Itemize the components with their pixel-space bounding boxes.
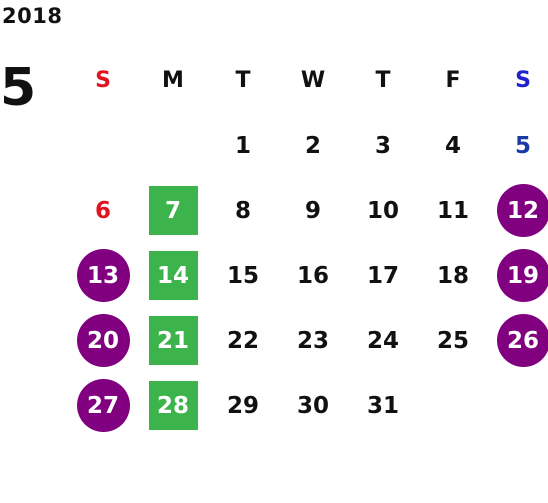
day-cell[interactable]: 15	[226, 262, 259, 289]
day-cell[interactable]: 24	[366, 327, 399, 354]
monday-highlight: 21	[148, 316, 198, 365]
day-cell[interactable]: 3	[374, 132, 391, 159]
day-cell-monday[interactable]: 14	[138, 243, 208, 308]
day-cell-empty	[68, 113, 138, 178]
day-cell[interactable]: 31	[366, 392, 399, 419]
day-cell[interactable]: 9	[304, 197, 321, 224]
month-number: 5	[0, 58, 37, 118]
day-cell[interactable]: 10	[366, 197, 399, 224]
day-cell-empty	[138, 113, 208, 178]
day-cell-monday[interactable]: 21	[138, 308, 208, 373]
monday-highlight: 14	[148, 251, 198, 300]
day-cell-monday[interactable]: 28	[138, 373, 208, 438]
monday-highlight: 28	[148, 381, 198, 430]
day-cell[interactable]: 30	[296, 392, 329, 419]
holiday-circle: 19	[496, 249, 548, 302]
day-cell[interactable]: 29	[226, 392, 259, 419]
day-cell[interactable]: 8	[234, 197, 251, 224]
day-cell-saturday[interactable]: 5	[514, 132, 531, 159]
day-cell-saturday[interactable]: 19	[488, 243, 548, 308]
day-cell[interactable]: 4	[444, 132, 461, 159]
day-cell-saturday[interactable]: 26	[488, 308, 548, 373]
weekday-header-sat: S	[515, 68, 531, 93]
day-cell-sunday[interactable]: 20	[68, 308, 138, 373]
day-cell[interactable]: 16	[296, 262, 329, 289]
day-cell-sunday[interactable]: 13	[68, 243, 138, 308]
holiday-circle: 12	[496, 184, 548, 237]
holiday-circle: 20	[76, 314, 130, 367]
weekday-header-fri: F	[445, 68, 461, 93]
day-cell-sunday[interactable]: 6	[94, 197, 111, 224]
holiday-circle: 26	[496, 314, 548, 367]
day-cell[interactable]: 11	[436, 197, 469, 224]
weekday-header-tue: T	[235, 68, 251, 93]
holiday-circle: 13	[76, 249, 130, 302]
weekday-header-mon: M	[162, 68, 184, 93]
day-cell[interactable]: 18	[436, 262, 469, 289]
day-cell[interactable]: 1	[234, 132, 251, 159]
day-cell[interactable]: 17	[366, 262, 399, 289]
day-cell[interactable]: 22	[226, 327, 259, 354]
day-cell-sunday[interactable]: 27	[68, 373, 138, 438]
year-label: 2018	[2, 4, 63, 28]
day-cell-empty	[488, 373, 548, 438]
day-cell[interactable]: 2	[304, 132, 321, 159]
day-cell-saturday[interactable]: 12	[488, 178, 548, 243]
calendar-grid: S M T W T F S 1 2 3 4 5 6 7 8 9 10 11 12…	[68, 48, 548, 438]
holiday-circle: 27	[76, 379, 130, 432]
weekday-header-wed: W	[300, 68, 326, 93]
monday-highlight: 7	[148, 186, 198, 235]
weekday-header-thu: T	[375, 68, 391, 93]
weekday-header-sun: S	[95, 68, 111, 93]
day-cell[interactable]: 23	[296, 327, 329, 354]
day-cell-monday[interactable]: 7	[138, 178, 208, 243]
day-cell[interactable]: 25	[436, 327, 469, 354]
day-cell-empty	[418, 373, 488, 438]
